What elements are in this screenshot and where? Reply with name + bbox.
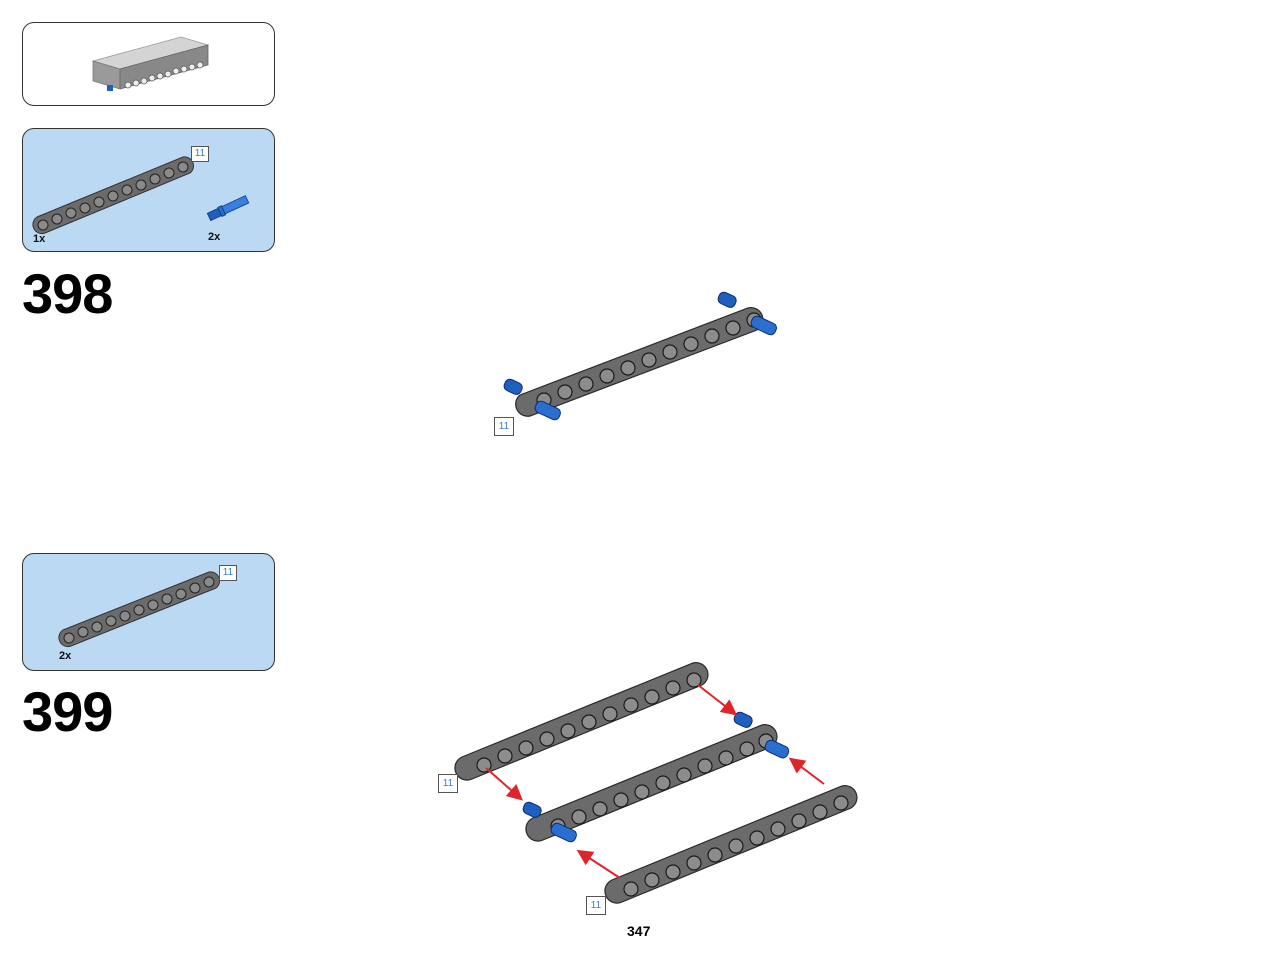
axle-pin-blue-icon	[503, 291, 777, 421]
step-399-beam-bottom	[604, 785, 858, 904]
step-399-beam-top	[454, 662, 709, 781]
beam-length-badge: 11	[191, 146, 209, 162]
part-qty-beam: 1x	[33, 233, 46, 245]
page-number: 347	[627, 923, 651, 939]
axle-pin-blue-icon	[522, 711, 790, 843]
assembly-arrows	[485, 684, 825, 879]
parts-list-box-398: 11 1x 2x	[22, 128, 275, 252]
step-number-398: 398	[22, 262, 113, 325]
beam-length-callout: 11	[438, 774, 458, 793]
beam-11-icon	[58, 571, 220, 648]
parts-list-box-399: 11 2x	[22, 553, 275, 671]
step-399-beam-middle	[522, 711, 790, 843]
beam-11-icon	[32, 156, 194, 235]
step-398-beam-assembly	[503, 291, 777, 421]
step-number-399: 399	[22, 680, 113, 743]
part-qty-pin: 2x	[208, 231, 221, 243]
submodel-preview-icon	[91, 36, 210, 91]
submodel-preview-box	[22, 22, 275, 106]
beam-length-badge: 11	[219, 565, 237, 581]
beam-length-callout: 11	[494, 417, 514, 436]
axle-pin-blue-icon	[206, 195, 250, 222]
part-qty-beam: 2x	[59, 650, 72, 662]
beam-length-callout: 11	[586, 896, 606, 915]
